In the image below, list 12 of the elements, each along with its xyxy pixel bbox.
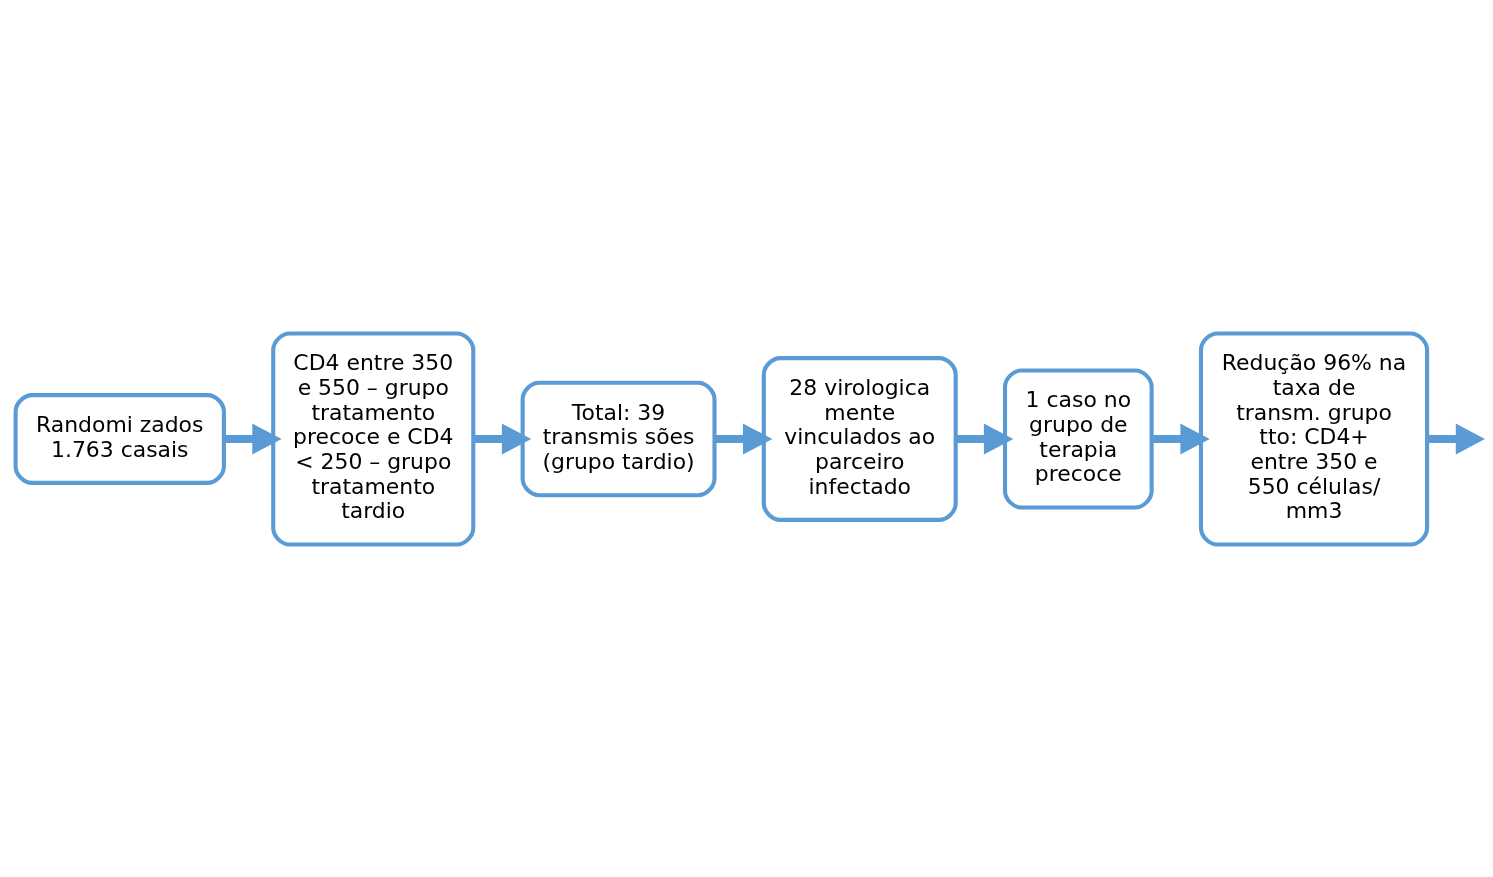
arrow: [714, 423, 773, 454]
arrow: [1427, 423, 1485, 454]
node-box: 28 virologica mente vinculados ao parceiro infectado: [761, 355, 958, 522]
arrow: [224, 423, 282, 454]
node-box: Redução 96% na taxa de transm. grupo tto: CD4+ entre 350 e 550 células/ mm3: [1198, 330, 1430, 547]
arrow: [1152, 423, 1210, 454]
arrow: [473, 423, 532, 454]
node-box: 1 caso no grupo de terapia precoce: [1002, 367, 1154, 510]
node-box: Total: 39 transmis sões (grupo tardio): [520, 380, 717, 497]
node-box: CD4 entre 350 e 550 – grupo tratamento precoce e CD4 < 250 – grupo tratamento tardio: [271, 330, 476, 547]
arrow: [955, 423, 1014, 454]
node-box: Randomi zados 1.763 casais: [13, 392, 226, 485]
